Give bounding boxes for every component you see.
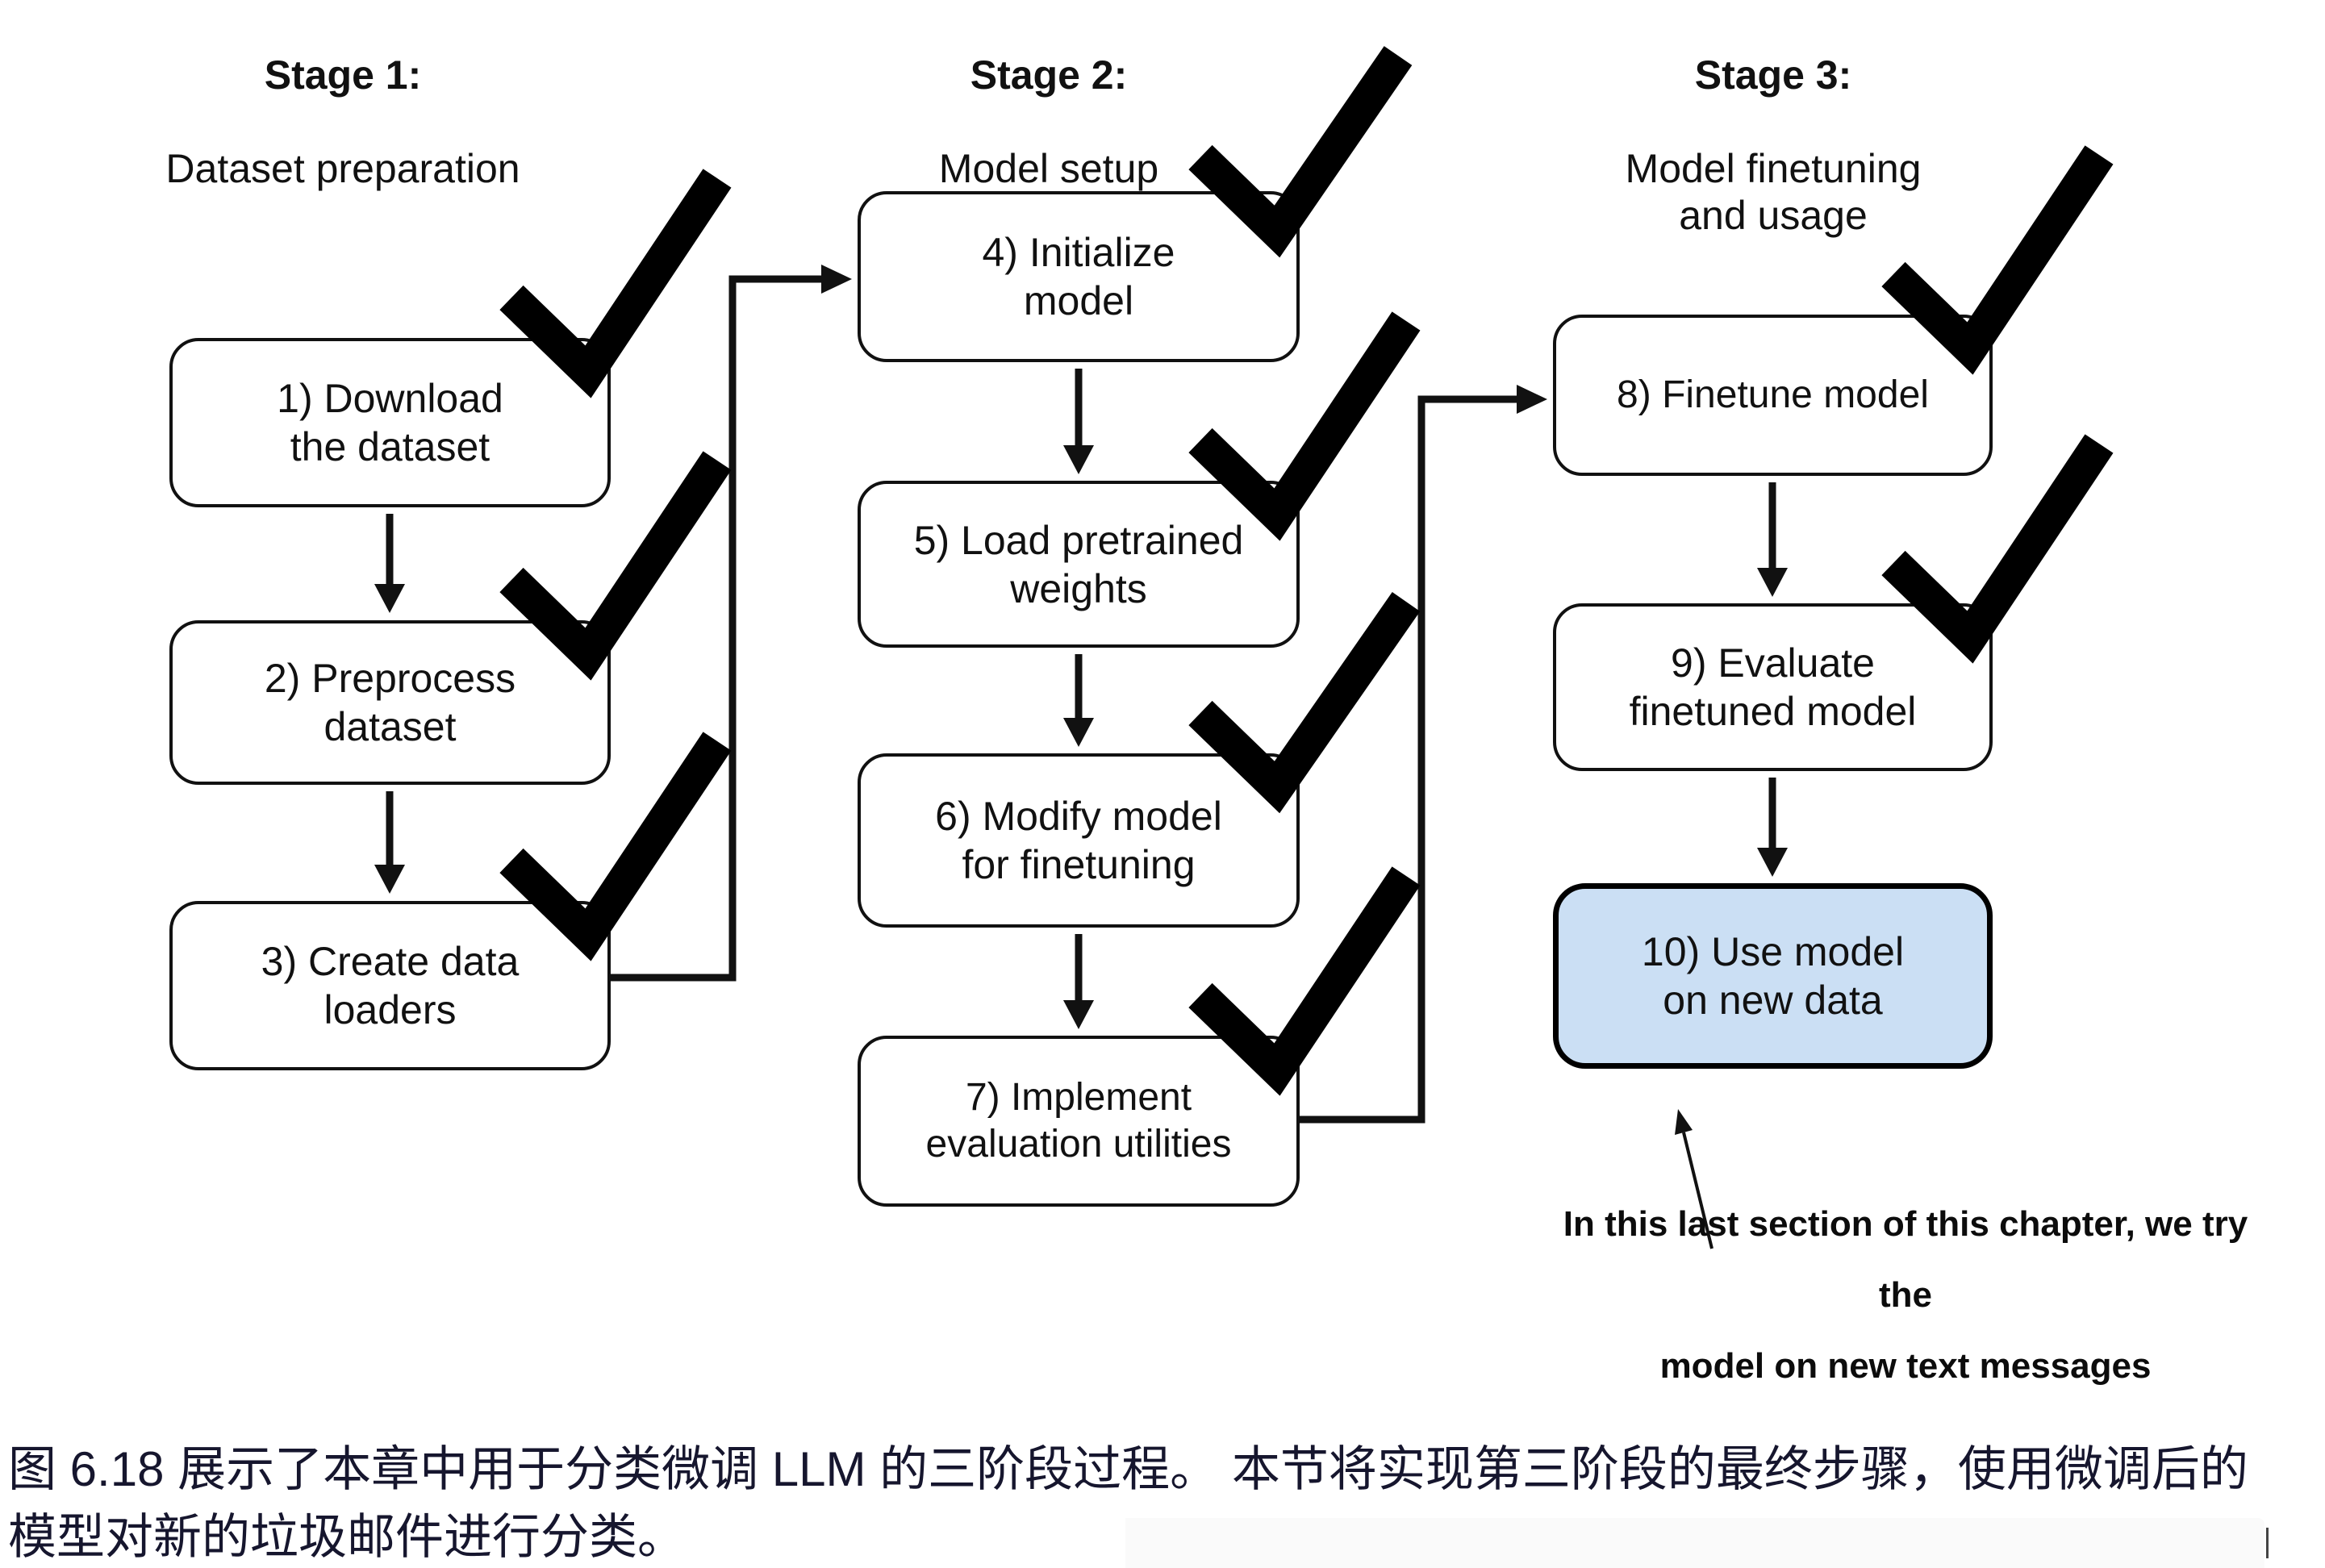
stage-2-title: Stage 2: bbox=[970, 52, 1128, 98]
stage-2-subtitle: Model setup bbox=[938, 146, 1159, 191]
arrow-down-6-7 bbox=[1063, 934, 1094, 1029]
arrow-down-4-5 bbox=[1063, 369, 1094, 474]
stage-1-title: Stage 1: bbox=[264, 52, 422, 98]
step-box-create-data-loaders: 3) Create data loaders bbox=[169, 901, 611, 1070]
step-box-preprocess-dataset: 2) Preprocess dataset bbox=[169, 620, 611, 785]
step-box-implement-evaluation: 7) Implement evaluation utilities bbox=[858, 1036, 1300, 1207]
step-box-use-model-new-data: 10) Use model on new data bbox=[1553, 883, 1993, 1069]
annotation-text: In this last section of this chapter, we… bbox=[1563, 1204, 2248, 1386]
step-box-finetune-model: 8) Finetune model bbox=[1553, 315, 1993, 476]
step-box-download-dataset: 1) Download the dataset bbox=[169, 338, 611, 507]
figure-caption: 图 6.18 展示了本章中用于分类微调 LLM 的三阶段过程。 本节将实现第三阶… bbox=[8, 1442, 2248, 1564]
arrow-down-8-9 bbox=[1757, 482, 1788, 597]
connector-stage1-to-stage2 bbox=[611, 265, 852, 982]
stage-1-subtitle: Dataset preparation bbox=[165, 146, 520, 191]
arrow-down-1-2 bbox=[374, 514, 405, 613]
connector-stage2-to-stage3 bbox=[1300, 385, 1547, 1124]
bottom-gray-band bbox=[1125, 1518, 2264, 1568]
step-box-evaluate-finetuned-model: 9) Evaluate finetuned model bbox=[1553, 603, 1993, 771]
stage-2-header: Stage 2: Model setup bbox=[939, 5, 1158, 239]
step-box-modify-model: 6) Modify model for finetuning bbox=[858, 753, 1300, 928]
stage-3-header: Stage 3: Model finetuning and usage bbox=[1626, 5, 1922, 286]
stage-3-subtitle: Model finetuning and usage bbox=[1625, 146, 1922, 238]
arrow-down-9-10 bbox=[1757, 778, 1788, 877]
step-box-initialize-model: 4) Initialize model bbox=[858, 191, 1300, 362]
text-cursor bbox=[2266, 1528, 2269, 1558]
stage-1-header: Stage 1: Dataset preparation bbox=[165, 5, 520, 239]
arrow-down-5-6 bbox=[1063, 654, 1094, 747]
arrow-down-2-3 bbox=[374, 791, 405, 894]
step-box-load-pretrained-weights: 5) Load pretrained weights bbox=[858, 481, 1300, 648]
stage-3-title: Stage 3: bbox=[1694, 52, 1852, 98]
